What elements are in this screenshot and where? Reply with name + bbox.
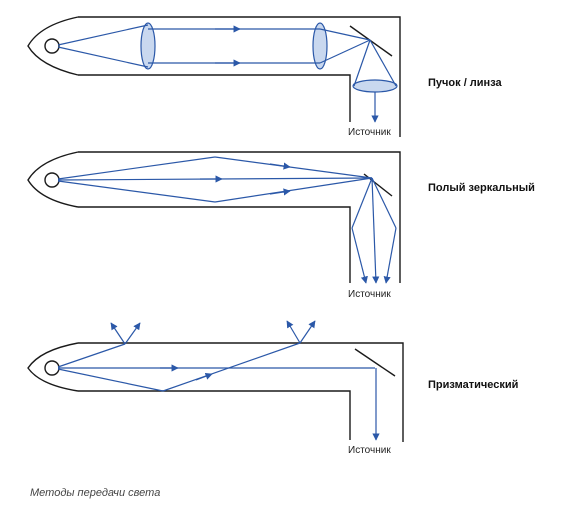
guide-end-cap (27, 342, 79, 392)
panel-hollow-mirror-rays (57, 156, 397, 284)
lens-right (312, 22, 328, 70)
ray-arrow (269, 162, 291, 170)
guide-inner-contour (78, 390, 351, 440)
guide-outer-contour (78, 342, 404, 442)
guide-inner-contour (78, 206, 351, 283)
mirror (354, 348, 396, 377)
ray (351, 227, 368, 284)
guide-end-cap (27, 16, 79, 76)
lens-left (140, 22, 156, 70)
ray (353, 39, 371, 87)
ray (57, 180, 216, 203)
ray (369, 39, 397, 87)
ray-arrow (269, 188, 291, 196)
ray (57, 343, 126, 368)
panel-title-beam-lens: Пучок / линза (428, 77, 502, 89)
ray (319, 28, 371, 41)
ray (57, 46, 149, 68)
ray (57, 368, 164, 392)
panel-title-hollow-mirror: Полый зеркальный (428, 182, 535, 194)
emitter-circle (44, 38, 60, 54)
guide-outer-contour (78, 151, 401, 283)
guide-inner-contour (78, 74, 351, 122)
ray (214, 156, 373, 179)
panel-prismatic (27, 342, 404, 442)
ray (371, 177, 380, 284)
panel-title-prismatic: Призматический (428, 379, 519, 391)
ray (57, 24, 149, 46)
ray (124, 322, 141, 345)
source-label: Источник (348, 445, 391, 456)
source-label: Источник (348, 289, 391, 300)
panel-beam-lens (27, 16, 401, 137)
ray (162, 342, 301, 392)
ray (319, 39, 371, 64)
guide-end-cap (27, 151, 79, 208)
ray (286, 320, 301, 344)
emitter-circle (44, 360, 60, 376)
panel-hollow-mirror (27, 151, 401, 283)
ray (214, 177, 373, 203)
ray (371, 177, 397, 229)
source-lens (352, 79, 398, 93)
figure-caption: Методы передачи света (30, 487, 161, 499)
ray (57, 156, 216, 180)
panel-prismatic-rays (57, 320, 380, 441)
guide-outer-contour (78, 16, 401, 137)
ray (383, 227, 397, 284)
ray (110, 322, 126, 345)
ray-arrow (195, 372, 213, 381)
panel-beam-lens-rays (57, 22, 398, 123)
emitter-circle (44, 172, 60, 188)
ray (299, 320, 316, 344)
source-label: Источник (348, 127, 391, 138)
ray (351, 177, 373, 229)
